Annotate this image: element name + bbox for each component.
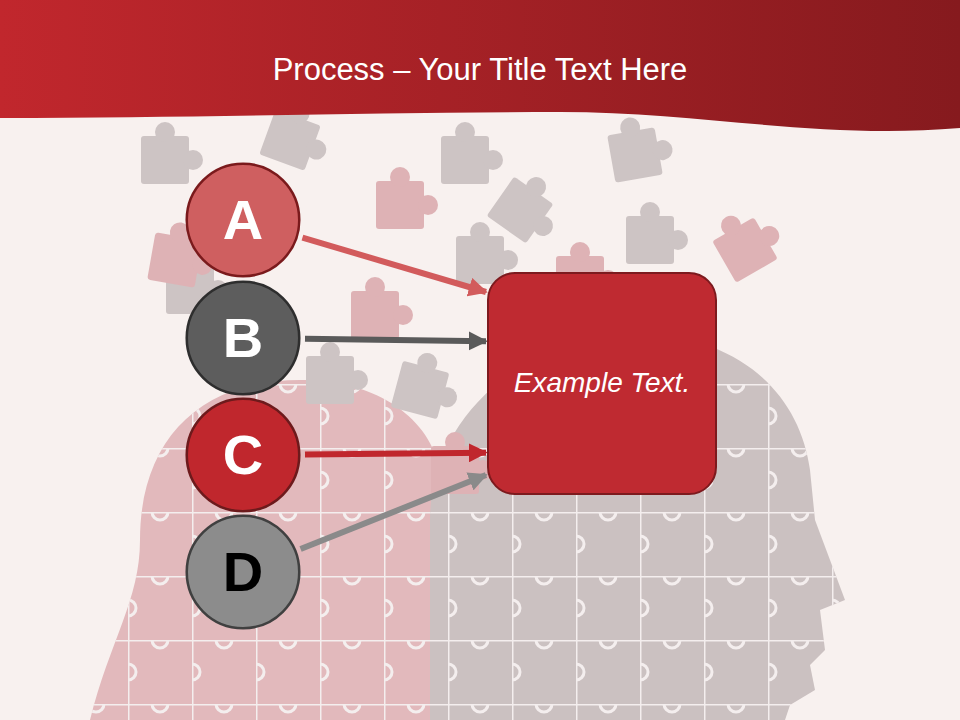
arrow-connector: [302, 238, 486, 292]
step-circle: B: [185, 280, 301, 396]
process-box: Example Text.: [487, 272, 717, 495]
step-circle: C: [185, 397, 301, 513]
box-text: Example Text.: [490, 363, 714, 404]
step-letter: B: [223, 310, 263, 366]
arrow-connector: [305, 453, 486, 455]
arrow-connector: [301, 475, 486, 549]
title-text: Process – Your Title Text Here: [273, 52, 688, 87]
step-circle: A: [185, 162, 301, 278]
slide-title: Process – Your Title Text Here: [0, 52, 960, 88]
step-circle: D: [185, 514, 301, 630]
step-letter: D: [223, 544, 263, 600]
arrow-connector: [305, 339, 486, 341]
step-letter: C: [223, 427, 263, 483]
step-letter: A: [223, 192, 263, 248]
